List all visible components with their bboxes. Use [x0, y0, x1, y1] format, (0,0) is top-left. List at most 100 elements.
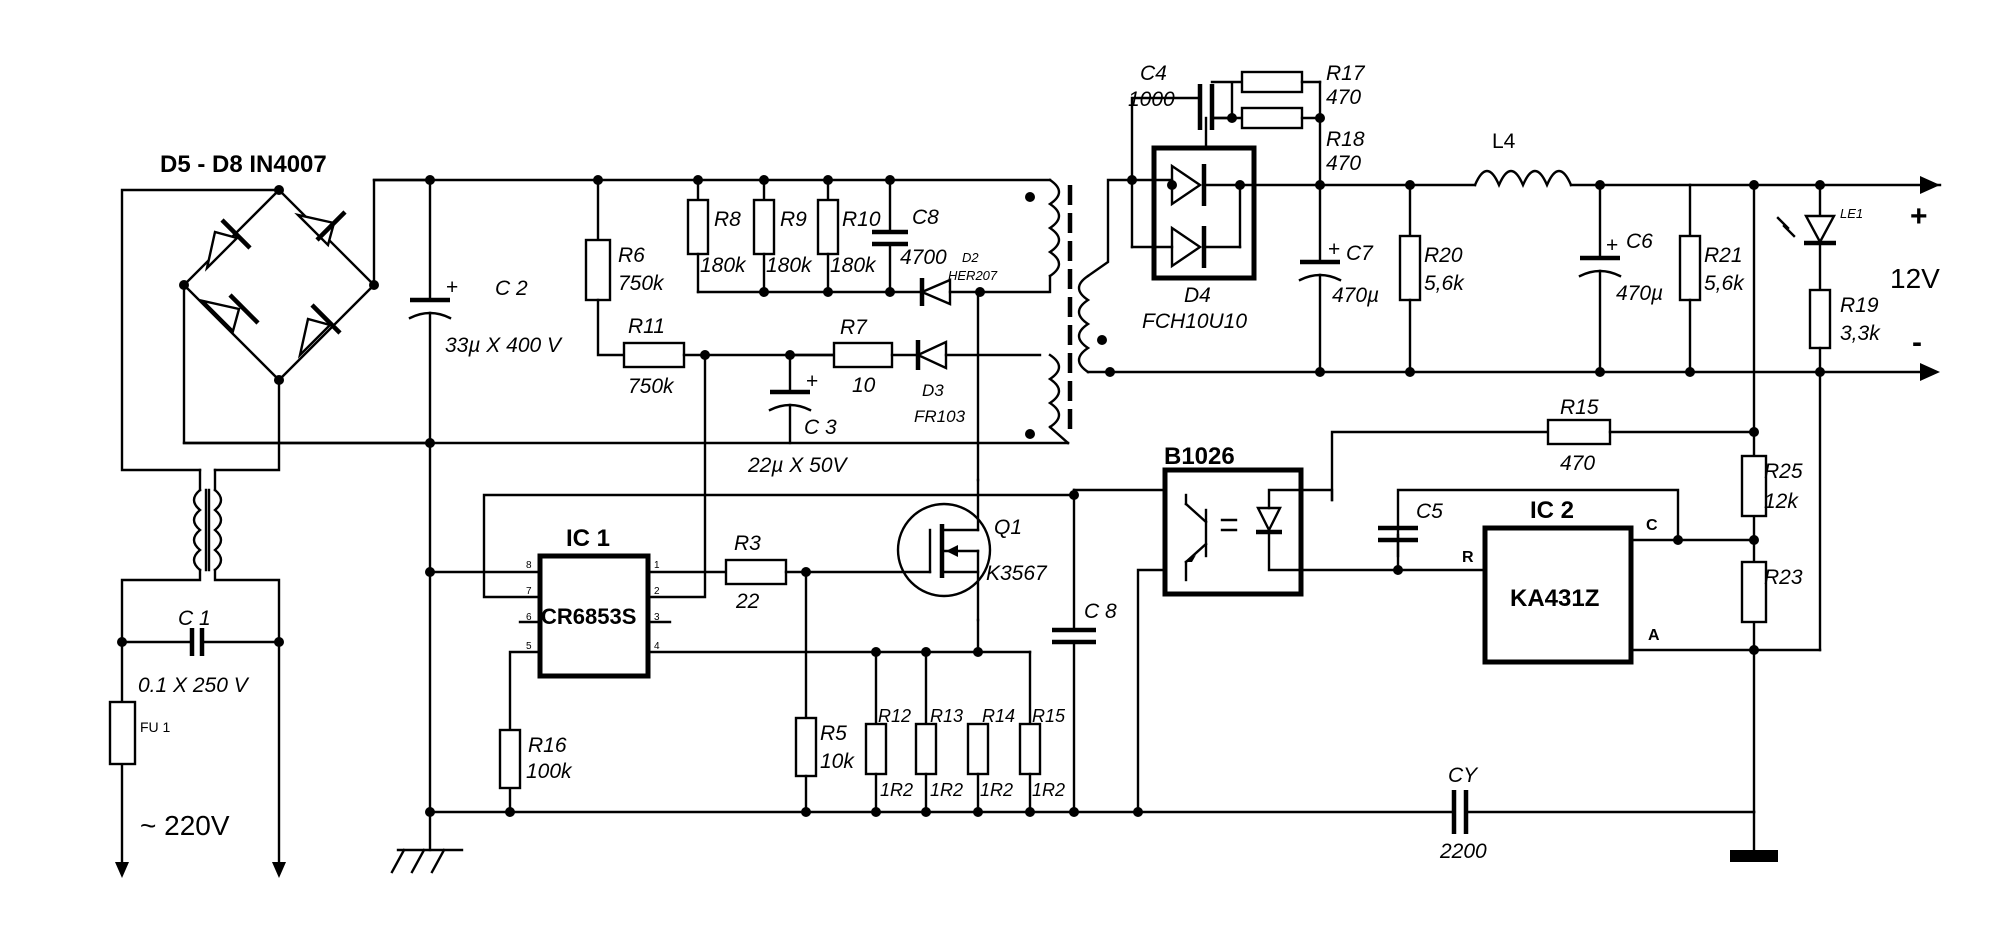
ic2-pin-a: A	[1648, 627, 1660, 644]
current-sense: R5 10k R12 1R2 R13 1R2 R14 1R2 R15 1R2	[794, 570, 1143, 817]
ic1-pin-7: 7	[526, 586, 532, 597]
output-filter-1: + C7 470µ R20 5,6k	[1298, 180, 1465, 377]
ic1-pin-3: 3	[654, 612, 660, 623]
r23-name: R23	[1764, 566, 1803, 589]
d3-value: FR103	[914, 407, 966, 426]
ic1-pin-6: 6	[526, 612, 532, 623]
ic1: 8 7 6 5 1 2 3 4 IC 1 CR6853S	[428, 353, 1076, 814]
output-minus: -	[1912, 326, 1922, 359]
fu1-name: FU 1	[140, 719, 171, 735]
c4-value: 1000	[1128, 88, 1175, 111]
ic1-pin-2: 2	[654, 586, 660, 597]
r25-value: 12k	[1764, 490, 1799, 513]
c3-name: C 3	[804, 416, 837, 439]
r20-value: 5,6k	[1424, 272, 1465, 295]
r11-value: 750k	[628, 375, 675, 398]
c3-value: 22µ X 50V	[747, 454, 848, 477]
r7-value: 10	[852, 374, 876, 397]
svg-text:+: +	[1606, 234, 1618, 257]
startup-resistors: R6 750k R11 750k	[584, 175, 842, 398]
r16-value: 100k	[526, 760, 573, 783]
output-plus: +	[1910, 200, 1928, 233]
cy-name: CY	[1448, 764, 1479, 787]
r15b-name: R15	[1032, 706, 1066, 726]
c1-value: 0.1 X 250 V	[138, 674, 250, 697]
aux-supply: + R7 10 D3 FR103 C 3 22µ X 50V	[747, 316, 1042, 477]
bridge-rectifier: D5 - D8 IN4007	[160, 151, 379, 385]
r25-name: R25	[1764, 460, 1803, 483]
r21-value: 5,6k	[1704, 272, 1745, 295]
svg-text:+: +	[446, 276, 458, 299]
c8a-value: 4700	[900, 246, 947, 269]
r14-value: 1R2	[980, 780, 1013, 800]
c6-value: 470µ	[1616, 282, 1663, 305]
r12-value: 1R2	[880, 780, 913, 800]
d4-value: FCH10U10	[1142, 310, 1247, 333]
ic1-pin-4: 4	[654, 641, 660, 652]
c2-value: 33µ X 400 V	[445, 334, 563, 357]
r17-name: R17	[1326, 62, 1366, 85]
c1-name: C 1	[178, 607, 211, 630]
l4-name: L4	[1492, 130, 1516, 153]
inductor-l4: L4	[1473, 130, 1942, 189]
ic1-chip: CR6853S	[541, 604, 636, 629]
c8a-name: C8	[912, 206, 939, 229]
r6-name: R6	[618, 244, 645, 267]
opto-name: B1026	[1164, 443, 1235, 470]
d3-name: D3	[922, 381, 944, 400]
r7-name: R7	[840, 316, 868, 339]
output-rectifier: C4 1000 R17 470 R18 470 D4 FCH10U10	[1127, 62, 1477, 333]
ic2-chip: KA431Z	[1510, 585, 1599, 612]
led-indicator: LE1 R19 3,3k	[1776, 180, 1881, 377]
r8-value: 180k	[700, 254, 747, 277]
r5-value: 10k	[820, 750, 855, 773]
svg-text:+: +	[1328, 238, 1340, 261]
le1-name: LE1	[1840, 206, 1863, 221]
r18-value: 470	[1326, 152, 1361, 175]
r19-value: 3,3k	[1840, 322, 1881, 345]
ic1-pin-8: 8	[526, 560, 532, 571]
r3-name: R3	[734, 532, 761, 555]
r17-value: 470	[1326, 86, 1361, 109]
mains-label: ~ 220V	[140, 810, 230, 841]
r5-name: R5	[820, 722, 847, 745]
r3-value: 22	[735, 590, 760, 613]
r15a-value: 470	[1560, 452, 1595, 475]
ic2-name: IC 2	[1530, 497, 1574, 524]
r16-name: R16	[528, 734, 567, 757]
ic2: C5 IC 2 KA431Z C R A	[1378, 488, 1683, 665]
d2-name: D2	[962, 250, 979, 265]
ground-rail: CY 2200	[390, 764, 1778, 874]
c8b-name: C 8	[1084, 600, 1117, 623]
c7-value: 470µ	[1332, 284, 1379, 307]
c4-name: C4	[1140, 62, 1167, 85]
mains-wiring: C 1 0.1 X 250 V FU 1 ~ 220V	[108, 178, 432, 878]
c5-name: C5	[1416, 500, 1443, 523]
cy-value: 2200	[1439, 840, 1487, 863]
r15b-value: 1R2	[1032, 780, 1065, 800]
r16: R16 100k	[498, 728, 573, 817]
c2-name: C 2	[495, 277, 528, 300]
ic1-name: IC 1	[566, 525, 610, 552]
ic1-pin-5: 5	[526, 641, 532, 652]
c7-name: C7	[1346, 242, 1374, 265]
r12-name: R12	[878, 706, 911, 726]
output-voltage: 12V	[1890, 263, 1940, 294]
r6-value: 750k	[618, 272, 665, 295]
svg-text:+: +	[806, 370, 818, 393]
snubber: R8 180k R9 180k R10 180k C8 4700 D2 HER2…	[686, 175, 1050, 306]
gate-drive: R3 22 Q1 K3567	[724, 290, 1048, 657]
r13-name: R13	[930, 706, 963, 726]
c8-primary: C 8	[1052, 488, 1117, 814]
r20-name: R20	[1424, 244, 1463, 267]
output-terminals: + - 12V	[1688, 176, 1940, 381]
r21-name: R21	[1704, 244, 1743, 267]
d2-value: HER207	[948, 268, 998, 283]
r9-name: R9	[780, 208, 807, 231]
hv-bus: + C 2 33µ X 400 V	[372, 175, 1052, 817]
d4-name: D4	[1184, 284, 1211, 307]
r8-name: R8	[714, 208, 741, 231]
r13-value: 1R2	[930, 780, 963, 800]
output-filter-2: + C6 470µ R21 5,6k	[1578, 180, 1745, 377]
